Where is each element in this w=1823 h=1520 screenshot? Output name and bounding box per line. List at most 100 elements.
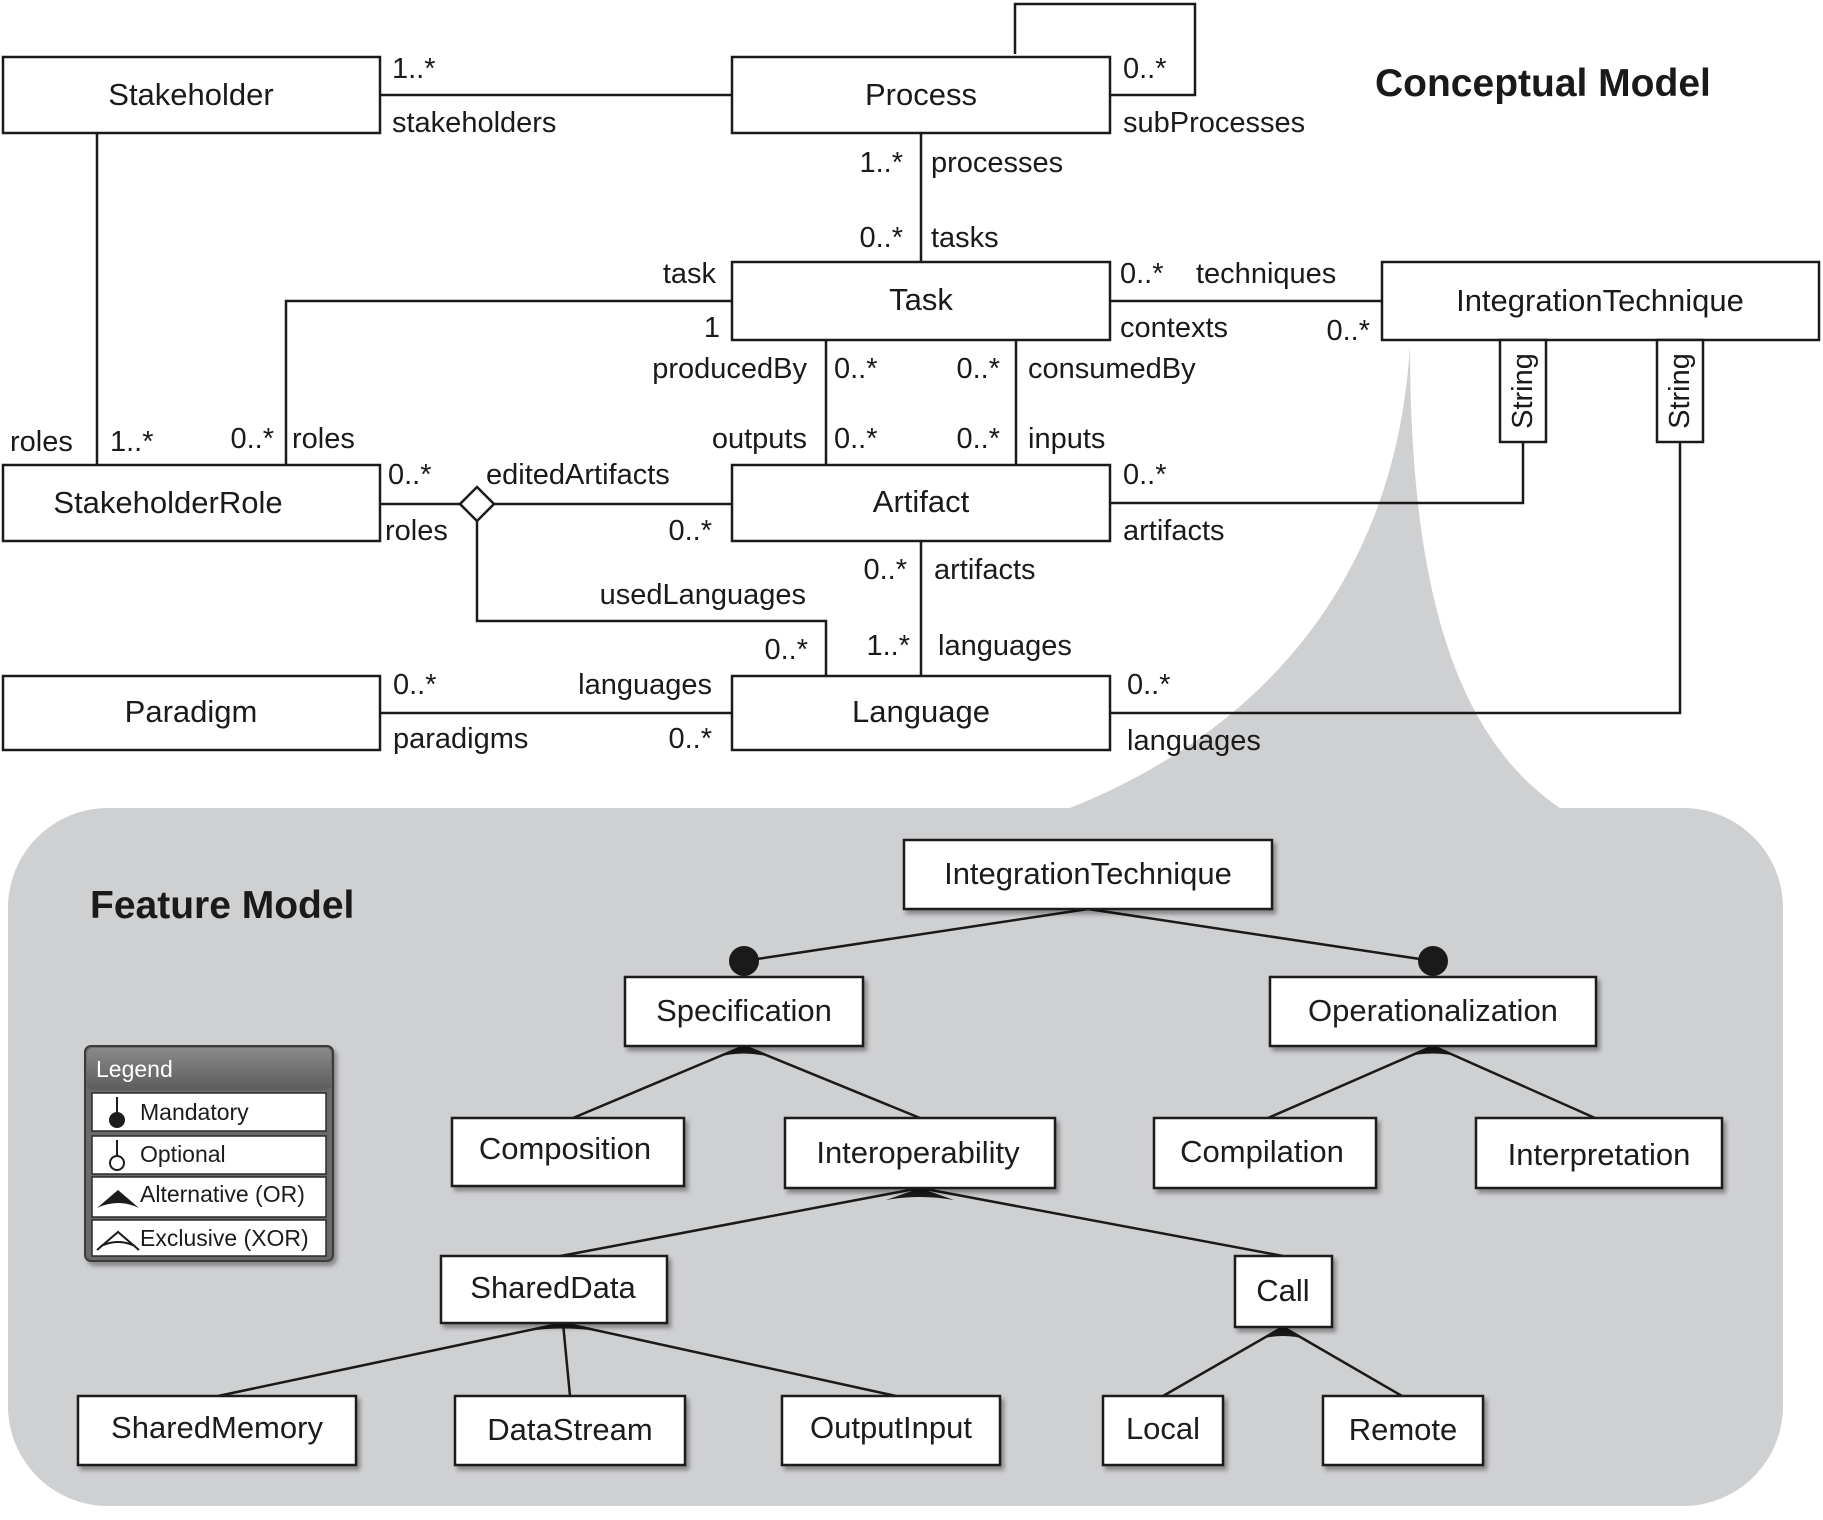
alternative-markers <box>528 1046 1461 1339</box>
svg-text:0..*: 0..* <box>859 222 903 254</box>
svg-text:languages: languages <box>1127 725 1261 757</box>
conceptual-model-title: Conceptual Model <box>1375 62 1711 105</box>
svg-text:Alternative (OR): Alternative (OR) <box>140 1181 305 1207</box>
svg-text:OutputInput: OutputInput <box>810 1410 972 1445</box>
svg-text:SharedData: SharedData <box>470 1270 636 1305</box>
feature-model-callout <box>1070 345 1560 808</box>
svg-text:subProcesses: subProcesses <box>1123 107 1305 139</box>
svg-text:Legend: Legend <box>96 1056 173 1082</box>
feature-specification: Specification <box>623 975 865 1048</box>
svg-text:Paradigm: Paradigm <box>125 694 258 729</box>
feature-compilation: Compilation <box>1152 1116 1378 1190</box>
svg-text:producedBy: producedBy <box>652 353 807 385</box>
feature-tree-edges <box>217 907 1596 1398</box>
svg-text:languages: languages <box>938 630 1072 662</box>
attribute-string-1: String <box>1498 338 1548 444</box>
svg-text:1..*: 1..* <box>110 426 154 458</box>
svg-text:Optional: Optional <box>140 1141 226 1167</box>
class-artifact: Artifact <box>730 463 1112 543</box>
feature-interoperability: Interoperability <box>783 1116 1057 1190</box>
svg-text:Task: Task <box>889 282 953 317</box>
svg-text:0..*: 0..* <box>1127 669 1171 701</box>
feature-output-input: OutputInput <box>780 1394 1002 1467</box>
svg-text:usedLanguages: usedLanguages <box>600 579 806 611</box>
svg-text:0..*: 0..* <box>1326 315 1370 347</box>
svg-text:roles: roles <box>10 426 73 458</box>
svg-text:task: task <box>663 258 717 290</box>
svg-text:consumedBy: consumedBy <box>1028 353 1196 385</box>
svg-text:0..*: 0..* <box>1123 53 1167 85</box>
attribute-string-2: String <box>1655 338 1705 444</box>
svg-text:Stakeholder: Stakeholder <box>108 77 273 112</box>
svg-text:StakeholderRole: StakeholderRole <box>53 485 282 520</box>
association-lines <box>95 2 1682 715</box>
svg-text:0..*: 0..* <box>834 353 878 385</box>
svg-text:SharedMemory: SharedMemory <box>111 1410 323 1445</box>
svg-text:stakeholders: stakeholders <box>392 107 556 139</box>
svg-text:0..*: 0..* <box>764 634 808 666</box>
class-integration-technique: IntegrationTechnique <box>1380 260 1821 342</box>
svg-text:Compilation: Compilation <box>1180 1134 1344 1169</box>
svg-text:editedArtifacts: editedArtifacts <box>486 459 670 491</box>
class-stakeholder: Stakeholder <box>1 55 382 135</box>
svg-text:0..*: 0..* <box>1123 459 1167 491</box>
feature-composition: Composition <box>450 1116 686 1188</box>
svg-text:0..*: 0..* <box>1120 258 1164 290</box>
feature-data-stream: DataStream <box>453 1394 687 1467</box>
feature-model-title: Feature Model <box>90 884 354 927</box>
association-diamond <box>458 485 496 523</box>
svg-text:artifacts: artifacts <box>934 554 1036 586</box>
svg-text:Artifact: Artifact <box>873 484 970 519</box>
svg-text:processes: processes <box>931 147 1063 179</box>
svg-text:0..*: 0..* <box>668 515 712 547</box>
feature-interpretation: Interpretation <box>1474 1116 1724 1190</box>
svg-text:Exclusive (XOR): Exclusive (XOR) <box>140 1225 309 1251</box>
svg-text:Process: Process <box>865 77 977 112</box>
svg-text:String: String <box>1507 353 1539 429</box>
svg-text:Call: Call <box>1256 1273 1309 1308</box>
svg-text:inputs: inputs <box>1028 423 1105 455</box>
svg-text:languages: languages <box>578 669 712 701</box>
svg-text:roles: roles <box>292 423 355 455</box>
feature-remote: Remote <box>1321 1394 1485 1467</box>
svg-text:IntegrationTechnique: IntegrationTechnique <box>1456 283 1744 318</box>
svg-text:0..*: 0..* <box>388 459 432 491</box>
svg-text:0..*: 0..* <box>393 669 437 701</box>
svg-text:0..*: 0..* <box>834 423 878 455</box>
class-stakeholder-role: StakeholderRole <box>1 463 382 543</box>
svg-text:0..*: 0..* <box>956 423 1000 455</box>
svg-text:outputs: outputs <box>712 423 807 455</box>
svg-text:Operationalization: Operationalization <box>1308 993 1558 1028</box>
svg-text:Specification: Specification <box>656 993 832 1028</box>
class-language: Language <box>730 674 1112 752</box>
svg-text:contexts: contexts <box>1120 312 1228 344</box>
svg-text:roles: roles <box>385 515 448 547</box>
optional-icon <box>109 1155 125 1171</box>
mandatory-icon <box>109 1112 125 1128</box>
legend-item-mandatory: Mandatory <box>91 1092 327 1132</box>
feature-integration-technique: IntegrationTechnique <box>902 838 1274 911</box>
svg-text:tasks: tasks <box>931 222 999 254</box>
feature-shared-data: SharedData <box>439 1254 669 1325</box>
association-labels: 1..* stakeholders 0..* subProcesses 1..*… <box>10 53 1370 757</box>
svg-text:Interoperability: Interoperability <box>816 1135 1020 1170</box>
svg-text:1: 1 <box>704 312 720 344</box>
svg-text:Composition: Composition <box>479 1131 651 1166</box>
feature-operationalization: Operationalization <box>1268 975 1598 1048</box>
svg-text:1..*: 1..* <box>866 630 910 662</box>
class-task: Task <box>730 260 1112 342</box>
svg-text:Language: Language <box>852 694 990 729</box>
legend: Legend Mandatory Optional Alternative (O… <box>84 1045 334 1262</box>
svg-text:0..*: 0..* <box>863 554 907 586</box>
legend-item-exclusive: Exclusive (XOR) <box>91 1219 327 1257</box>
alternative-icon <box>97 1190 139 1208</box>
svg-text:String: String <box>1664 353 1696 429</box>
svg-text:Remote: Remote <box>1349 1412 1458 1447</box>
svg-text:IntegrationTechnique: IntegrationTechnique <box>944 856 1232 891</box>
svg-text:paradigms: paradigms <box>393 723 528 755</box>
svg-text:Mandatory: Mandatory <box>140 1099 249 1125</box>
legend-item-optional: Optional <box>91 1135 327 1175</box>
mandatory-marker <box>1418 946 1448 976</box>
legend-item-alternative: Alternative (OR) <box>91 1176 327 1218</box>
